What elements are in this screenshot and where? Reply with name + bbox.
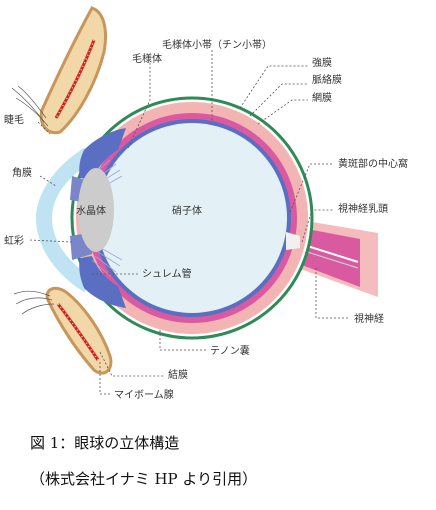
label-optic-nerve: 視神経: [354, 312, 384, 325]
label-retina: 網膜: [312, 91, 332, 104]
label-conjunctiva: 結膜: [168, 368, 188, 381]
lens: [78, 168, 114, 252]
label-lens: 水晶体: [76, 205, 106, 217]
label-eyelash: 睫毛: [4, 114, 24, 126]
lower-eyelid: [45, 286, 113, 375]
cornea: [36, 148, 96, 292]
label-vitreous: 硝子体: [172, 204, 202, 217]
label-meibomian-gland: マイボーム腺: [114, 388, 174, 401]
ciliary-body: [79, 128, 126, 308]
figure-source: （株式会社イナミ HP より引用）: [30, 470, 258, 488]
label-iris: 虹彩: [4, 235, 24, 247]
figure-caption: 図 1：眼球の立体構造: [30, 434, 180, 452]
optic-disc: [286, 232, 300, 250]
leader-lines: [29, 48, 350, 395]
vitreous-body: [97, 123, 287, 313]
label-fovea: 黄斑部の中心窩: [338, 157, 408, 170]
label-optic-disc: 視神経乳頭: [338, 202, 388, 215]
label-zonule: 毛様体小帯（チン小帯）: [162, 38, 272, 51]
label-ciliary-body: 毛様体: [132, 52, 162, 65]
label-choroid: 脈絡膜: [312, 73, 342, 86]
label-cornea: 角膜: [12, 167, 32, 179]
eye-anatomy-diagram: 毛様体小帯（チン小帯） 毛様体 強膜 脈絡膜 網膜 睫毛 黄斑部の中心窩 角膜 …: [4, 6, 408, 401]
eyelash-upper: [11, 85, 49, 127]
eyeball: [70, 96, 314, 340]
upper-eyelid: [39, 6, 107, 135]
label-tenon-capsule: テノン嚢: [210, 344, 250, 357]
eyelash-lower: [13, 290, 55, 315]
label-schlemm-canal: シュレム管: [142, 267, 192, 280]
label-sclera: 強膜: [312, 56, 332, 69]
